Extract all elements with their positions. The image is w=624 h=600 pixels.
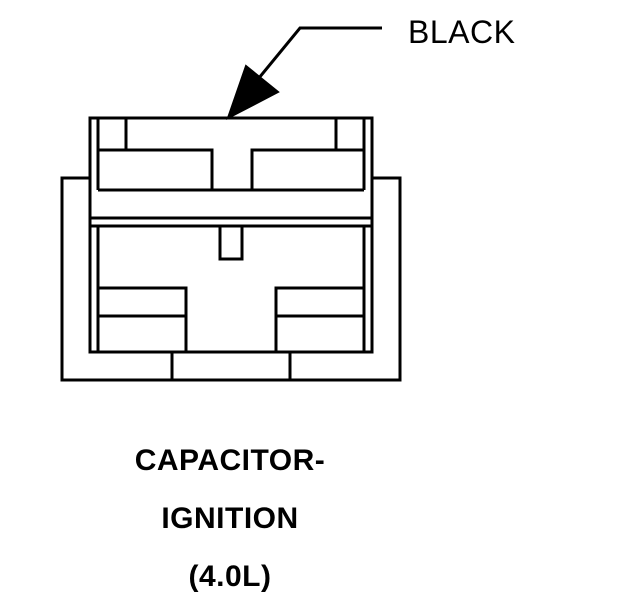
- caption-line-1: CAPACITOR-: [134, 444, 326, 477]
- callout-leader-line: [252, 26, 382, 85]
- connector-outer-shell: [60, 176, 402, 382]
- caption-line-3: (4.0L): [188, 560, 272, 593]
- callout-arrowhead: [226, 64, 280, 121]
- caption-line-2: IGNITION: [161, 502, 299, 535]
- connector-upper-detail: [96, 118, 366, 192]
- callout-label: BLACK: [408, 14, 516, 50]
- connector-body: [88, 116, 374, 354]
- connector-lower-detail: [90, 224, 372, 352]
